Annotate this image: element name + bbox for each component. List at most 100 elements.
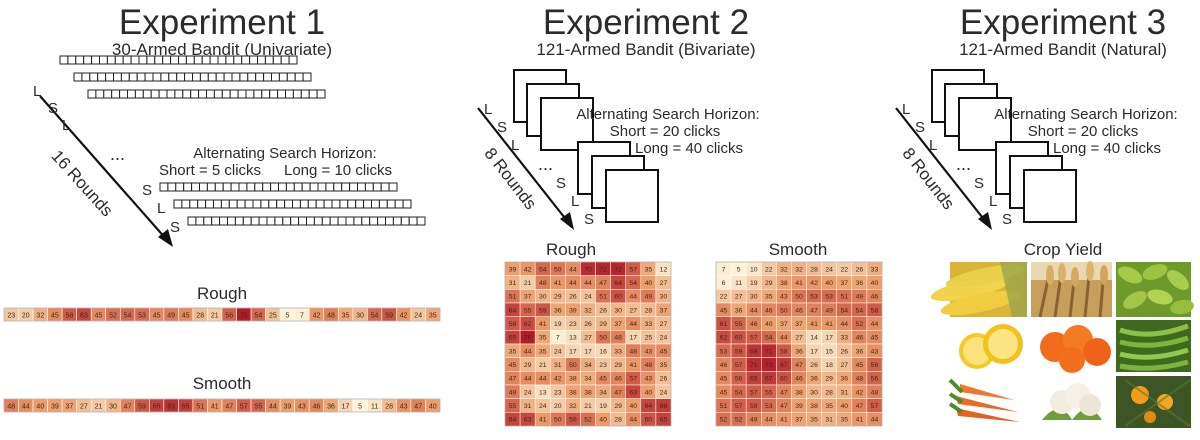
grid-value: 46 — [871, 294, 879, 301]
grid-value: 54 — [629, 280, 637, 287]
bandit-arm-box — [167, 90, 175, 98]
grid-cell: 49 — [505, 385, 520, 399]
grid-cell: 61 — [716, 317, 731, 331]
grid-value: 68 — [750, 348, 758, 355]
experiment-3-horizon-long: Long = 40 clicks — [1053, 140, 1161, 157]
arm-value: 45 — [51, 313, 59, 320]
grid-cell: 39 — [565, 303, 580, 317]
experiment-2-ellipsis: ... — [538, 154, 553, 174]
bandit-arm-box — [316, 200, 324, 208]
arm-cell: 21 — [91, 399, 106, 412]
grid-cell: 47 — [776, 385, 791, 399]
grid-cell: 44 — [565, 262, 580, 276]
grid-cell: 26 — [807, 358, 822, 372]
grid-value: 42 — [554, 376, 562, 383]
bandit-arm-box — [191, 90, 199, 98]
grid-cell: 16 — [596, 344, 611, 358]
grid-value: 35 — [810, 417, 818, 424]
grid-cell: 11 — [731, 276, 746, 290]
grid-cell: 27 — [626, 303, 641, 317]
bandit-arm-box — [272, 73, 280, 81]
grid-value: 23 — [554, 389, 562, 396]
grid-cell: 44 — [626, 412, 641, 426]
bandit-arm-box — [378, 217, 386, 225]
bandit-arm-box — [261, 200, 269, 208]
arm-value: 30 — [109, 404, 117, 411]
grid-cell: 28 — [822, 385, 837, 399]
grid-value: 64 — [509, 417, 517, 424]
grid-value: 57 — [750, 335, 758, 342]
bandit-arm-box — [207, 90, 215, 98]
arm-cell: 48 — [324, 308, 339, 321]
bandit-arm-box — [202, 56, 210, 64]
grid-cell: 46 — [791, 303, 806, 317]
grid-value: 44 — [629, 417, 637, 424]
grid-cell: 24 — [656, 385, 671, 399]
grid-value: 24 — [660, 389, 668, 396]
grid-cell: 13 — [535, 385, 550, 399]
grid-value: 19 — [599, 403, 607, 410]
grid-value: 57 — [629, 376, 637, 383]
grid-value: 71 — [750, 362, 758, 369]
grid-value: 45 — [871, 335, 879, 342]
bandit-arm-box — [386, 217, 394, 225]
grid-value: 73 — [765, 362, 773, 369]
grid-value: 24 — [584, 294, 592, 301]
grid-cell: 35 — [761, 289, 776, 303]
grid-value: 44 — [871, 417, 879, 424]
grid-cell: 37 — [520, 289, 535, 303]
grid-cell: 17 — [822, 330, 837, 344]
bandit-arm-box — [212, 217, 220, 225]
grid-value: 44 — [569, 266, 577, 273]
bandit-arm-box — [269, 200, 277, 208]
grid-value: 47 — [810, 307, 818, 314]
arm-value: 65 — [153, 404, 161, 411]
grid-value: 36 — [840, 376, 848, 383]
bandit-row — [74, 73, 311, 81]
arm-cell: 11 — [367, 399, 382, 412]
grid-value: 41 — [810, 321, 818, 328]
grid-value: 45 — [720, 376, 728, 383]
grid-value: 49 — [825, 307, 833, 314]
grid-value: 50 — [569, 362, 577, 369]
experiment-1-title: Experiment 1 — [119, 3, 325, 42]
arm-value: 75 — [240, 313, 248, 320]
bandit-arm-box — [139, 56, 147, 64]
bandit-arm-box — [60, 56, 68, 64]
grid-value: 49 — [645, 294, 653, 301]
grid-value: 48 — [614, 335, 622, 342]
experiment-2-seq-3: L — [511, 137, 519, 154]
bandit-arm-box — [76, 56, 84, 64]
arm-cell: 45 — [149, 308, 164, 321]
experiment-3-seq-6: S — [1002, 211, 1012, 228]
grid-value: 52 — [720, 417, 728, 424]
grid-cell: 45 — [716, 385, 731, 399]
bandit-arm-box — [237, 200, 245, 208]
bandit-arm-box — [401, 217, 409, 225]
bandit-arm-box — [153, 73, 161, 81]
arm-value: 53 — [138, 313, 146, 320]
bandit-row — [60, 56, 297, 64]
arm-value: 28 — [196, 313, 204, 320]
grid-cell: 21 — [520, 276, 535, 290]
grid-value: 40 — [765, 321, 773, 328]
grid-cell: 71 — [761, 344, 776, 358]
bandit-arm-box — [96, 90, 104, 98]
grid-cell: 46 — [867, 289, 882, 303]
bandit-arm-box — [123, 56, 131, 64]
grid-value: 37 — [614, 321, 622, 328]
bandit-arm-box — [128, 90, 136, 98]
grid-value: 65 — [660, 417, 668, 424]
bandit-arm-box — [224, 73, 232, 81]
grid-value: 52 — [584, 417, 592, 424]
arm-value: 21 — [95, 404, 103, 411]
grid-value: 57 — [735, 362, 743, 369]
grid-cell: 26 — [580, 317, 595, 331]
grid-value: 27 — [584, 335, 592, 342]
grid-cell: 45 — [716, 303, 731, 317]
arm-cell: 44 — [19, 399, 34, 412]
bandit-arm-box — [387, 200, 395, 208]
bandit-arm-box — [229, 200, 237, 208]
bandit-arm-box — [222, 90, 230, 98]
grid-value: 7 — [722, 266, 726, 273]
